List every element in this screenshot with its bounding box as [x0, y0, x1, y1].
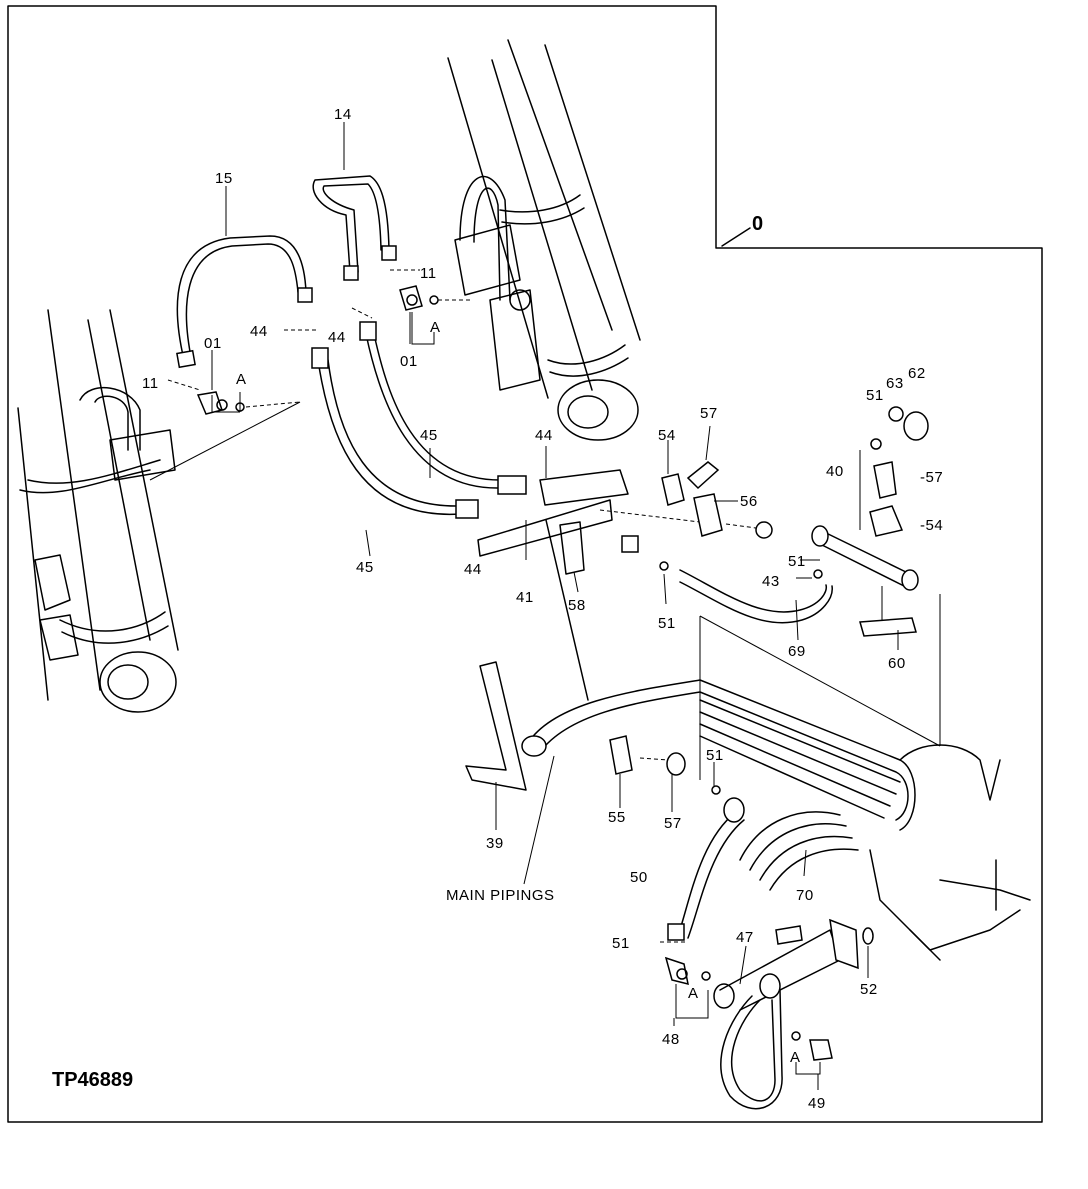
label-55: 55	[608, 809, 626, 826]
pipe-block-41	[477, 469, 701, 701]
label-01-left: 01	[204, 335, 222, 352]
oring-52	[862, 927, 874, 945]
pipe-14	[312, 175, 390, 273]
fitting-01-right	[390, 269, 470, 345]
fitting-01-left	[167, 379, 301, 415]
hose-50	[677, 811, 737, 937]
label-51-c: 51	[658, 615, 676, 632]
label-39: 39	[486, 835, 504, 852]
label-51-e: 51	[612, 935, 630, 952]
group-label: 0	[752, 213, 763, 235]
label-44-d: 44	[464, 561, 482, 578]
label-45-lower: 45	[356, 559, 374, 576]
label-47: 47	[736, 929, 754, 946]
label-01-right: 01	[400, 353, 418, 370]
label-45-upper: 45	[420, 427, 438, 444]
pipe-15	[176, 235, 307, 361]
tube-40	[811, 450, 919, 637]
right-cylinder	[447, 39, 641, 441]
hose-69	[679, 569, 828, 613]
control-valve-block	[869, 744, 1031, 961]
nut-57-lower	[666, 752, 686, 776]
label-69: 69	[788, 643, 806, 660]
label-52: 52	[860, 981, 878, 998]
label-57-c: 57	[664, 815, 682, 832]
label-63: 63	[886, 375, 904, 392]
label-44-b: 44	[328, 329, 346, 346]
washer-63	[888, 406, 904, 422]
label-57-a: 57	[700, 405, 718, 422]
hose-bundle-70	[739, 811, 859, 891]
label-11-left: 11	[142, 375, 159, 392]
clamp-54	[661, 473, 685, 506]
label-62: 62	[908, 365, 926, 382]
label-41: 41	[516, 589, 534, 606]
group-leader-line	[721, 227, 751, 247]
bracket-39	[465, 661, 527, 791]
label-A-right: A	[430, 319, 441, 336]
label-51-d: 51	[706, 747, 724, 764]
main-pipings-assembly	[521, 594, 941, 831]
fitting-49	[809, 1039, 833, 1061]
label-56: 56	[740, 493, 758, 510]
hose-45-upper	[365, 333, 501, 489]
clamp-55	[609, 735, 633, 775]
label-11-right: 11	[420, 265, 437, 282]
figure-id: TP46889	[52, 1069, 133, 1091]
bolt-57	[686, 461, 720, 490]
hose-45-lower	[317, 359, 461, 515]
label-54-b: -54	[920, 517, 943, 534]
callout-leaders	[211, 122, 899, 1090]
label-50: 50	[630, 869, 648, 886]
label-40: 40	[826, 463, 844, 480]
diagram-frame	[7, 5, 1043, 1123]
nut-62	[903, 411, 929, 441]
label-A-48: A	[688, 985, 699, 1002]
label-14: 14	[334, 106, 352, 123]
label-44-a: 44	[250, 323, 268, 340]
fitting-48	[664, 956, 689, 986]
label-60: 60	[888, 655, 906, 672]
label-15: 15	[215, 170, 233, 187]
label-48: 48	[662, 1031, 680, 1048]
label-70: 70	[796, 887, 814, 904]
left-cylinder	[17, 309, 301, 713]
label-A-left: A	[236, 371, 247, 388]
label-58: 58	[568, 597, 586, 614]
label-main-pipings: MAIN PIPINGS	[446, 887, 555, 904]
label-44-c: 44	[535, 427, 553, 444]
label-57-b: -57	[920, 469, 943, 486]
clamp-56	[693, 493, 723, 537]
label-51-b: 51	[788, 553, 806, 570]
label-54-a: 54	[658, 427, 676, 444]
label-49: 49	[808, 1095, 826, 1112]
label-A-49: A	[790, 1049, 801, 1066]
label-51-a: 51	[866, 387, 884, 404]
label-43: 43	[762, 573, 780, 590]
